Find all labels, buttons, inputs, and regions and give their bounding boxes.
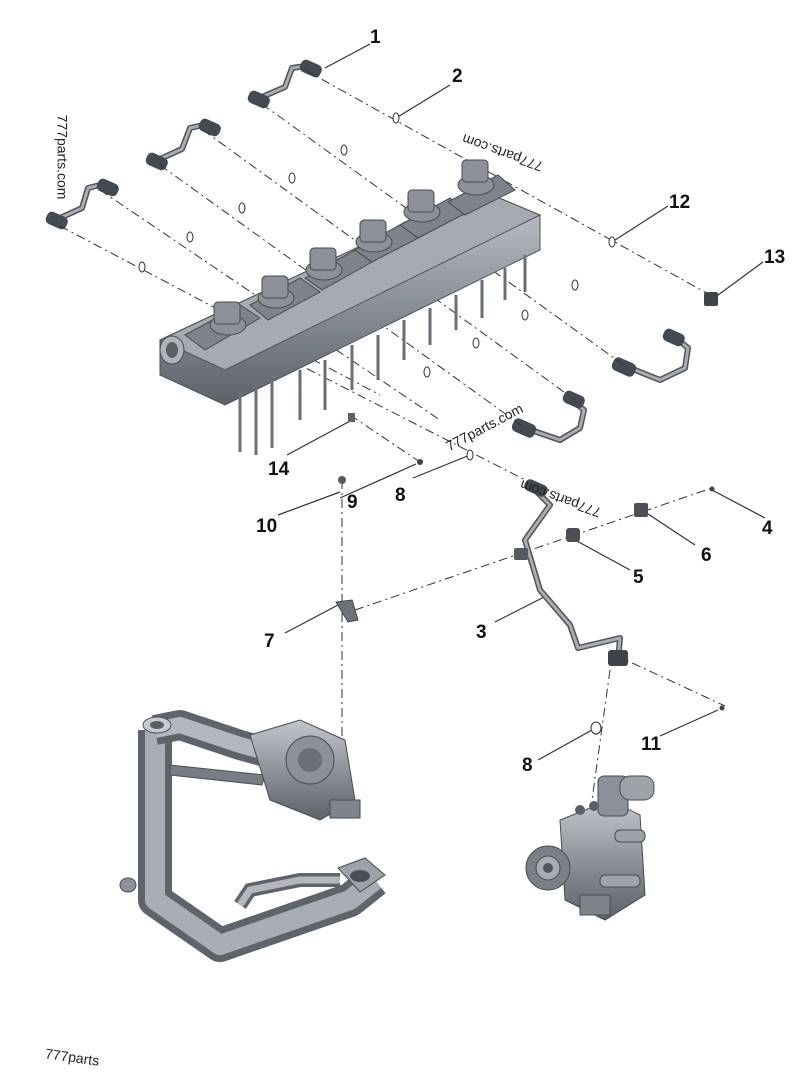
o-rings: [138, 112, 616, 735]
callout-2: 2: [452, 66, 463, 87]
fuel-line-2: [145, 118, 221, 171]
callout-11: 11: [641, 734, 662, 755]
callout-5: 5: [633, 567, 644, 588]
part-10-bolt: [338, 476, 346, 484]
callout-8-lower: 8: [522, 755, 533, 776]
callout-7: 7: [264, 631, 275, 652]
part-11-screw: [719, 705, 725, 711]
part-4-screw: [709, 486, 715, 492]
fuel-supply-line: [514, 479, 628, 666]
small-hardware: [335, 292, 725, 711]
callout-4: 4: [762, 518, 773, 539]
callout-10: 10: [256, 516, 278, 537]
part-7-bracket: [335, 599, 359, 623]
callout-6: 6: [701, 545, 712, 566]
part-14-clip: [348, 413, 355, 422]
callout-13: 13: [764, 247, 786, 268]
callout-12: 12: [669, 192, 691, 213]
callout-3: 3: [476, 622, 487, 643]
rocker-arm-assembly: [158, 159, 542, 455]
fuel-manifold-assembly: [119, 710, 386, 962]
callout-8-upper: 8: [395, 485, 406, 506]
callout-1: 1: [370, 27, 381, 48]
part-9-bolt: [417, 459, 423, 465]
callout-pointer-lines: [277, 43, 766, 761]
fuel-line-4: [611, 328, 691, 383]
part-5-grommet: [566, 528, 580, 542]
part-6-clamp: [634, 503, 648, 517]
callout-9: 9: [347, 492, 358, 513]
callout-14: 14: [268, 459, 290, 480]
part-13-nut: [704, 292, 718, 306]
fuel-line-1: [247, 59, 322, 109]
fuel-line-5: [511, 390, 587, 443]
watermark-left: 777parts.com: [54, 114, 71, 200]
leader-lines: [59, 69, 726, 801]
fuel-pump-assembly: [525, 775, 655, 921]
